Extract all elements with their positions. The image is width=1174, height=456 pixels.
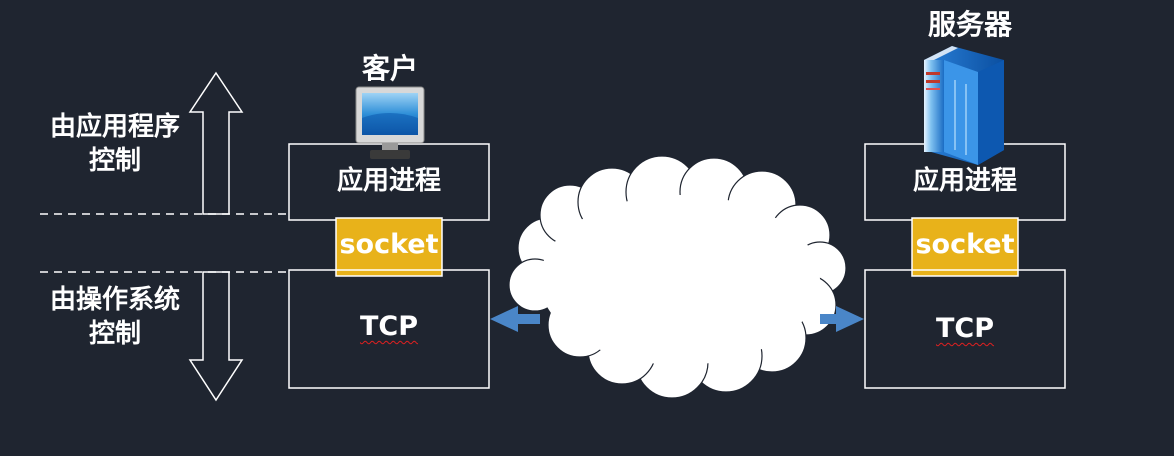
down-arrow-icon — [188, 271, 244, 402]
server-tcp-text: TCP — [935, 313, 995, 344]
client-tcp-text: TCP — [359, 311, 419, 342]
client-socket-box — [335, 217, 443, 277]
server-socket-box — [911, 217, 1019, 277]
right-connection-arrow-icon — [820, 306, 864, 332]
client-app-process-label: 应用进程 — [336, 166, 441, 196]
app-controlled-line1: 由应用程序 — [49, 112, 180, 142]
network-cloud-icon — [508, 155, 847, 399]
server-title: 服务器 — [927, 8, 1012, 41]
os-controlled-line1: 由操作系统 — [49, 285, 180, 315]
server-app-process-label: 应用进程 — [912, 166, 1017, 196]
left-connection-arrow-icon — [490, 306, 540, 332]
os-controlled-line2: 控制 — [88, 319, 141, 349]
up-arrow-icon — [188, 71, 244, 215]
client-tcp-box — [288, 269, 490, 389]
server-socket-label: socket — [915, 229, 1015, 260]
client-tcp-label: TCP — [289, 312, 489, 342]
app-controlled-label: 由应用程序 控制 — [40, 110, 190, 178]
client-title: 客户 — [361, 52, 418, 85]
server-tcp-box — [864, 269, 1066, 389]
server-tower-icon — [924, 46, 1004, 165]
os-controlled-label: 由操作系统 控制 — [40, 283, 190, 351]
monitor-icon — [355, 86, 425, 159]
server-tcp-label: TCP — [865, 314, 1065, 344]
client-socket-label: socket — [339, 229, 439, 260]
app-controlled-line2: 控制 — [88, 146, 141, 176]
